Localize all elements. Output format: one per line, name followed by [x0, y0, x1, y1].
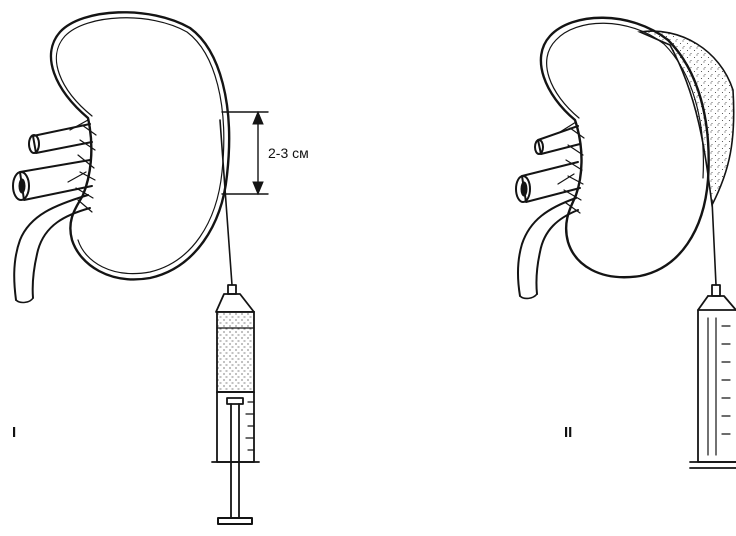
needle-2: [712, 200, 716, 285]
subcapsular-fluid: [640, 31, 734, 205]
dimension-label: 2-3 см: [268, 145, 309, 161]
hilum-vessels-2: [516, 122, 584, 298]
syringe-2: [690, 285, 736, 468]
syringe-1: [212, 285, 259, 524]
panel-label-2: II: [564, 424, 572, 441]
panel-label-1: I: [12, 424, 16, 441]
hilum-vessels-1: [13, 120, 96, 302]
panel-2: II: [516, 18, 736, 468]
panel-1: 2-3 см I: [12, 12, 309, 524]
kidney-1: [51, 12, 229, 279]
